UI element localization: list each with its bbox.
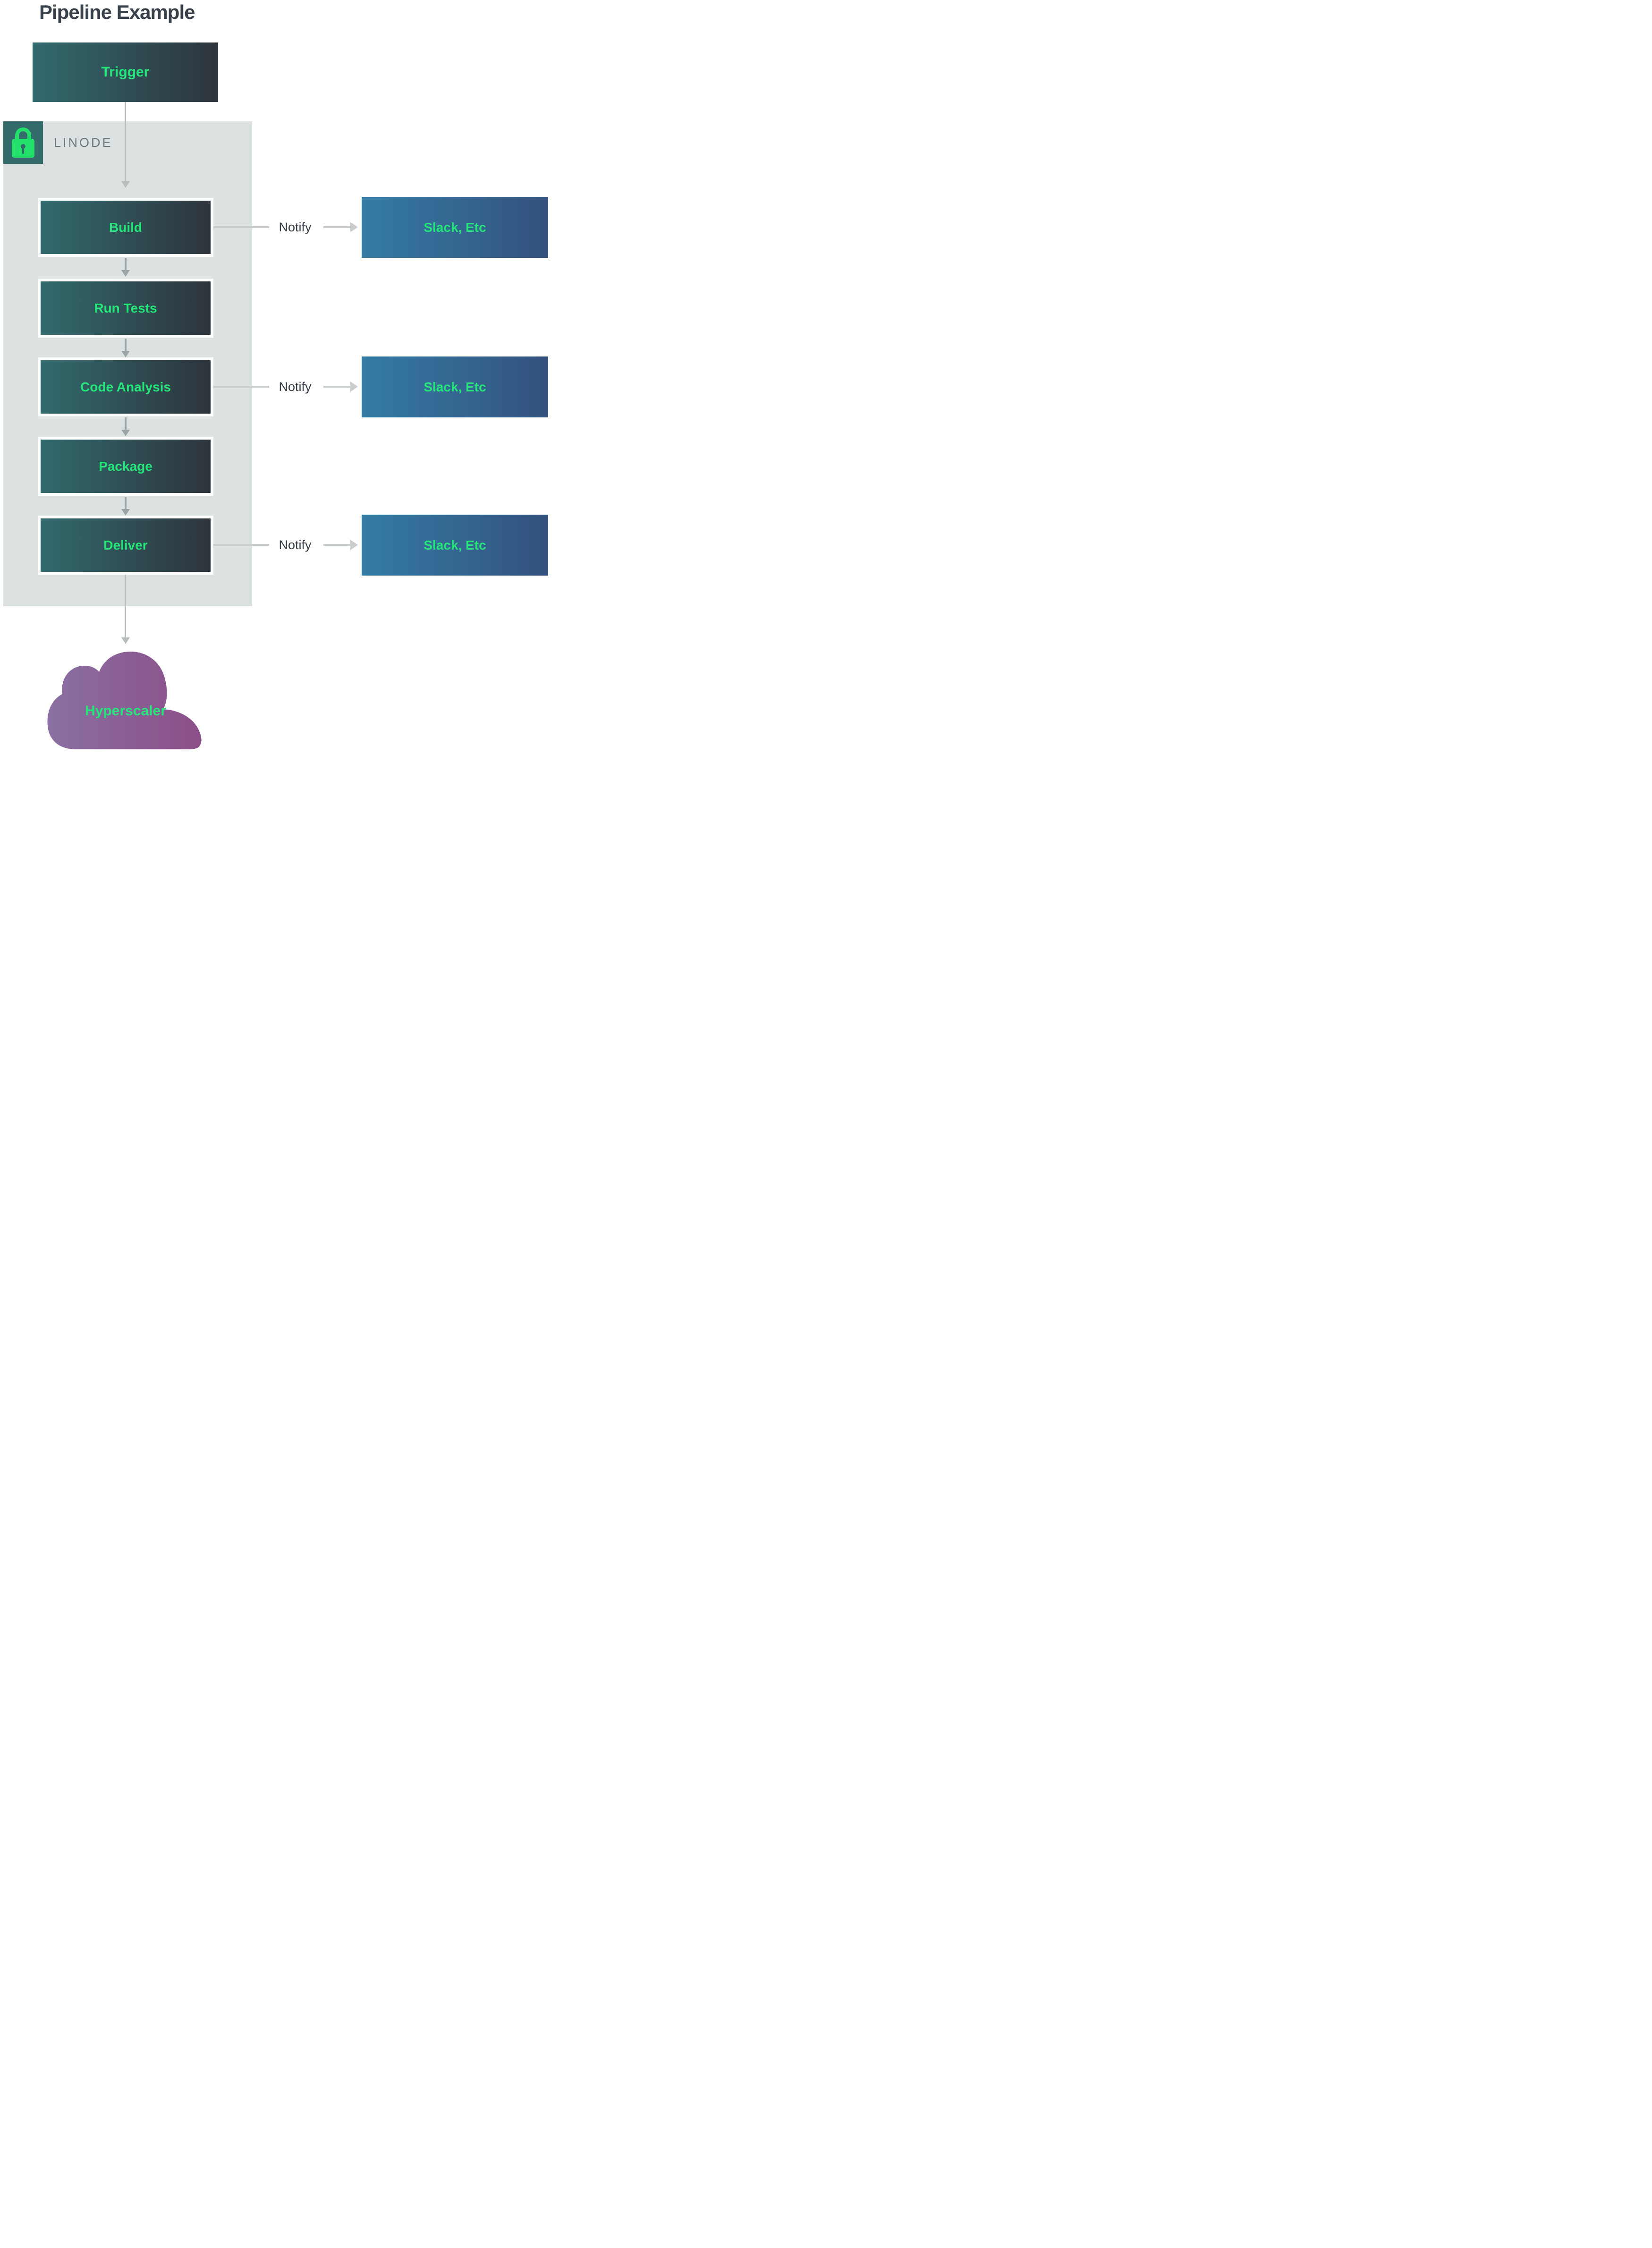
linode-label: LINODE — [54, 136, 113, 150]
target-box-code-analysis: Slack, Etc — [362, 356, 548, 417]
arrow-run-tests-to-code-analysis-shaft — [125, 339, 127, 351]
arrow-build-to-run-tests-shaft — [125, 258, 127, 270]
stage-label-build: Build — [109, 220, 142, 235]
lock-keyhole-stem — [22, 147, 24, 154]
lock-icon — [3, 121, 43, 164]
notify-arrow-code-analysis-head — [350, 382, 358, 392]
stage-box-deliver: Deliver — [38, 516, 213, 575]
lock-shackle — [15, 127, 31, 141]
notify-arrow-build-shaft — [323, 226, 350, 228]
trigger-box: Trigger — [33, 42, 218, 102]
notify-arrow-code-analysis-shaft — [323, 386, 350, 388]
arrow-trigger-to-build-head — [121, 181, 130, 188]
stage-box-run-tests-inner: Run Tests — [41, 281, 211, 335]
target-label-code-analysis: Slack, Etc — [424, 379, 486, 394]
arrow-build-to-run-tests-head — [121, 270, 130, 277]
pipeline-diagram: Pipeline Example Trigger LINODE Build Ru… — [0, 0, 551, 749]
stage-box-run-tests: Run Tests — [38, 279, 213, 338]
stage-box-code-analysis: Code Analysis — [38, 357, 213, 416]
target-box-deliver: Slack, Etc — [362, 515, 548, 576]
cloud-label: Hyperscaler — [85, 703, 166, 719]
arrow-code-analysis-to-package-head — [121, 430, 130, 436]
cloud-shape — [47, 652, 202, 749]
arrow-package-to-deliver-shaft — [125, 497, 127, 509]
arrow-deliver-to-cloud-head — [121, 637, 130, 644]
stage-box-package: Package — [38, 437, 213, 496]
notify-line-build — [213, 226, 269, 228]
lock-chip — [3, 121, 43, 164]
stage-box-code-analysis-inner: Code Analysis — [41, 360, 211, 414]
stage-label-run-tests: Run Tests — [94, 300, 157, 315]
target-label-deliver: Slack, Etc — [424, 537, 486, 552]
notify-label-code-analysis: Notify — [279, 380, 312, 394]
stage-box-build-inner: Build — [41, 201, 211, 254]
arrow-trigger-to-build-shaft — [125, 102, 126, 181]
page-title: Pipeline Example — [39, 1, 195, 23]
stage-box-package-inner: Package — [41, 440, 211, 493]
arrow-package-to-deliver-head — [121, 509, 130, 516]
stage-label-deliver: Deliver — [103, 537, 148, 552]
notify-label-deliver: Notify — [279, 538, 312, 552]
stage-label-code-analysis: Code Analysis — [80, 379, 171, 394]
stage-label-package: Package — [99, 458, 152, 474]
notify-line-deliver — [213, 544, 269, 546]
lock-keyhole — [21, 144, 25, 149]
notify-arrow-deliver-shaft — [323, 544, 350, 546]
stage-box-deliver-inner: Deliver — [41, 518, 211, 572]
target-label-build: Slack, Etc — [424, 220, 486, 235]
arrow-deliver-to-cloud-shaft — [125, 575, 126, 637]
arrow-code-analysis-to-package-shaft — [125, 417, 127, 430]
notify-arrow-deliver-head — [350, 540, 358, 550]
notify-label-build: Notify — [279, 220, 312, 234]
notify-arrow-build-head — [350, 222, 358, 232]
arrow-run-tests-to-code-analysis-head — [121, 351, 130, 357]
trigger-label: Trigger — [101, 64, 150, 80]
notify-line-code-analysis — [213, 386, 269, 388]
stage-box-build: Build — [38, 198, 213, 257]
target-box-build: Slack, Etc — [362, 197, 548, 258]
